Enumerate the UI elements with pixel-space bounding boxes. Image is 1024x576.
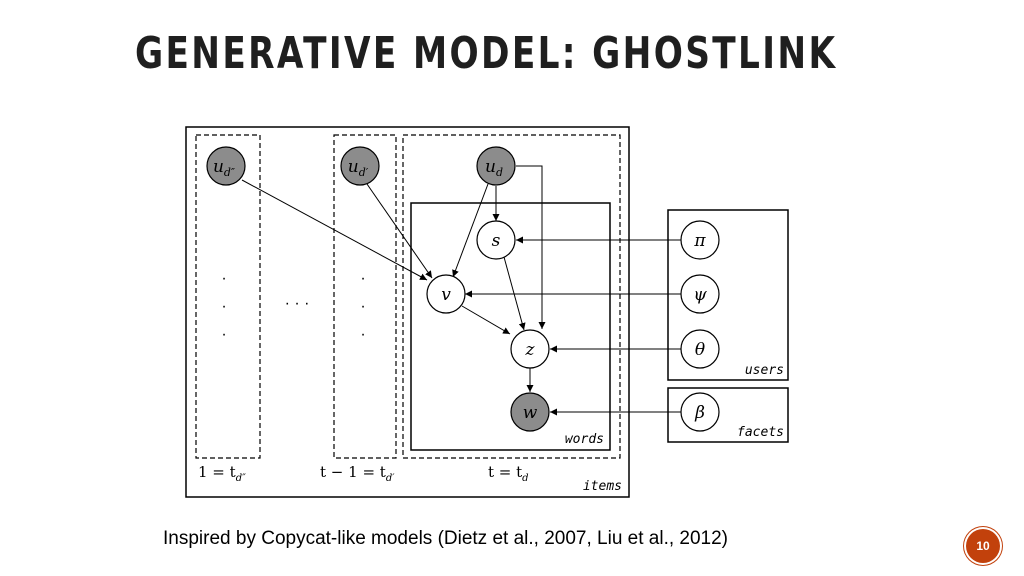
time-label-current: t = td — [488, 463, 529, 484]
slice-prev-plate — [333, 134, 397, 459]
words-plate-label: words — [565, 432, 604, 447]
edge-ud-z — [516, 165, 546, 329]
node-u-dp-label: ud′ — [348, 157, 369, 179]
slice-current-plate — [402, 134, 621, 459]
node-v-label: v — [441, 285, 451, 305]
node-v-circle — [426, 274, 466, 314]
edge-udpp-v — [241, 179, 428, 281]
users-plate — [667, 209, 789, 381]
time-label-prev: t − 1 = td′ — [320, 463, 395, 484]
node-u-dpp-circle — [206, 146, 246, 186]
page-number-badge: 10 — [966, 529, 1000, 563]
words-plate — [410, 202, 611, 451]
node-u-d-label: ud — [485, 157, 503, 179]
citation-caption: Inspired by Copycat-like models (Dietz e… — [163, 528, 729, 549]
node-pi-circle — [680, 220, 720, 260]
node-z-label: z — [525, 340, 536, 360]
facets-plate-label: facets — [737, 425, 784, 440]
time-label-first: 1 = td″ — [198, 463, 246, 484]
edge-udp-v — [366, 183, 433, 279]
edge-ud-v — [452, 183, 489, 278]
node-w-label: w — [523, 403, 538, 423]
node-w-circle — [510, 392, 550, 432]
node-beta-label: β — [694, 403, 705, 423]
items-plate-label: items — [583, 479, 622, 494]
ellipsis-prev-2: · — [360, 298, 365, 315]
node-u-d-circle — [476, 146, 516, 186]
node-psi-circle — [680, 274, 720, 314]
node-u-dp-circle — [340, 146, 380, 186]
plate-diagram-svg: ud″ ud′ ud s v z w π ψ θ β · · · · · · ·… — [185, 126, 789, 498]
edge-v-z — [461, 305, 511, 335]
node-u-dpp-label: ud″ — [213, 157, 236, 179]
users-plate-label: users — [745, 363, 784, 378]
node-beta-circle — [680, 392, 720, 432]
ellipsis-first-3: · — [221, 326, 226, 343]
slide-title: GENERATIVE MODEL: GHOSTLINK — [135, 28, 838, 79]
slice-first-plate — [195, 134, 261, 459]
node-s-circle — [476, 220, 516, 260]
ellipsis-first-1: · — [221, 270, 226, 287]
node-theta-label: θ — [695, 340, 705, 360]
node-z-circle — [510, 329, 550, 369]
node-s-label: s — [492, 231, 501, 251]
plate-diagram: ud″ ud′ ud s v z w π ψ θ β · · · · · · ·… — [170, 120, 810, 510]
node-theta-circle — [680, 329, 720, 369]
items-plate — [185, 126, 630, 498]
ellipsis-horizontal: · · · — [285, 295, 310, 312]
page-number: 10 — [976, 539, 990, 553]
ellipsis-prev-3: · — [360, 326, 365, 343]
ellipsis-prev-1: · — [360, 270, 365, 287]
node-pi-label: π — [693, 231, 706, 251]
facets-plate — [667, 387, 789, 443]
node-psi-label: ψ — [693, 285, 707, 305]
ellipsis-first-2: · — [221, 298, 226, 315]
